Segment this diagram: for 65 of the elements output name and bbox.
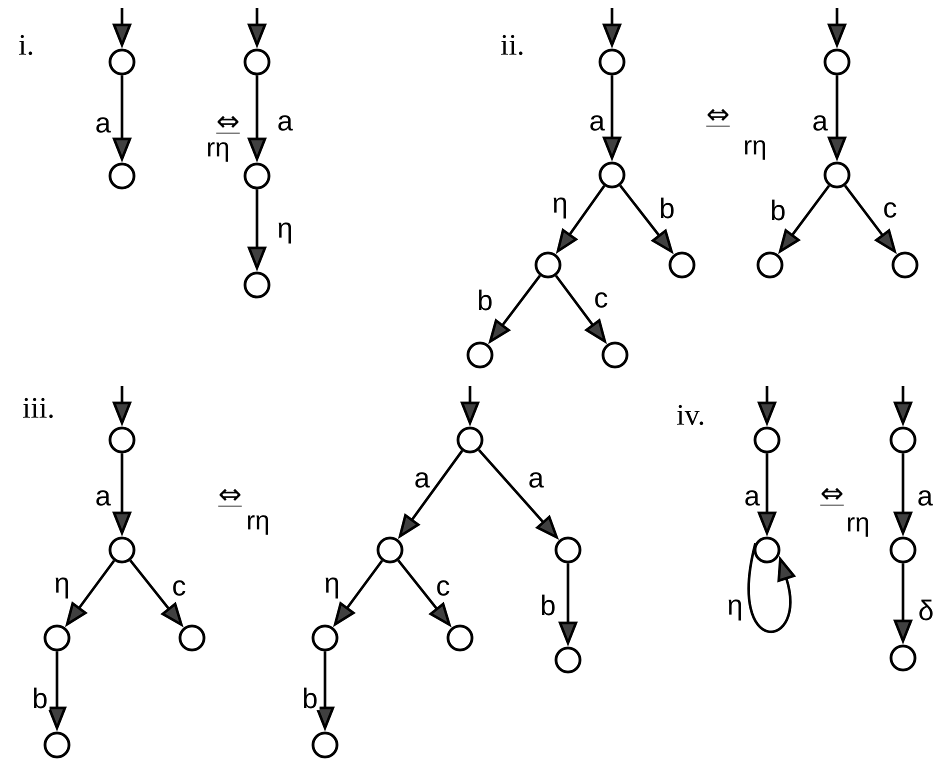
state-circle — [754, 426, 780, 454]
edge-label: b — [768, 198, 788, 222]
edge-label: a — [93, 488, 113, 508]
relation-subscript: rη — [208, 142, 228, 162]
panel-label: iv. — [677, 404, 704, 426]
edge-label: a — [915, 488, 935, 508]
state-circle — [244, 272, 270, 298]
state-circle — [668, 252, 696, 278]
panel-label: i. — [19, 34, 32, 56]
state-circle — [108, 536, 136, 564]
edge-label: c — [434, 578, 452, 598]
state-circle — [824, 48, 850, 76]
edge-label: a — [275, 114, 295, 132]
state-circle — [890, 644, 916, 672]
edge-label: b — [300, 686, 320, 710]
edge-label: a — [412, 470, 432, 490]
state-circle — [534, 252, 562, 278]
relation-subscript: rη — [848, 517, 868, 537]
edge-label: b — [475, 288, 495, 312]
edge-label: η — [322, 576, 342, 600]
relation-subscript: rη — [248, 515, 268, 535]
edge-label: δ — [916, 598, 936, 622]
edge-label: η — [725, 598, 745, 622]
edge-label: b — [538, 592, 558, 618]
edge-label: b — [30, 686, 50, 710]
edge-label: η — [550, 196, 570, 220]
edge-label: η — [52, 576, 72, 600]
state-circle — [554, 646, 582, 674]
edge-label: a — [93, 116, 113, 134]
edge-label: a — [742, 488, 762, 508]
state-circle — [598, 48, 626, 76]
state-circle — [598, 162, 626, 188]
state-circle — [244, 48, 270, 76]
edge-label: a — [810, 114, 830, 132]
state-circle — [756, 252, 784, 278]
state-circle — [312, 624, 338, 652]
panel-label: iii. — [23, 398, 53, 418]
edge-label: c — [170, 578, 188, 598]
state-circle — [312, 732, 338, 758]
state-circle — [44, 732, 70, 758]
state-circle — [466, 342, 494, 368]
state-circle — [108, 162, 136, 190]
state-circle — [890, 426, 916, 454]
edge-label: η — [275, 220, 295, 246]
state-circle — [754, 536, 780, 564]
state-circle — [244, 162, 270, 190]
state-circle — [178, 624, 206, 652]
state-circle — [446, 624, 474, 652]
state-circle — [108, 48, 136, 76]
state-circle — [892, 252, 918, 278]
edge-label: a — [587, 114, 607, 132]
state-circle — [456, 426, 484, 454]
edge-label: c — [592, 290, 610, 310]
relation-subscript: rη — [745, 140, 766, 160]
edge-label: b — [657, 196, 677, 220]
edge-label: c — [881, 200, 899, 220]
state-circle — [824, 162, 850, 188]
edge-label: a — [526, 470, 546, 490]
panel-label: ii. — [501, 34, 522, 56]
state-circle — [108, 426, 136, 454]
state-circle — [602, 342, 628, 368]
state-circle — [890, 536, 916, 564]
state-circle — [376, 536, 404, 564]
state-circle — [44, 624, 70, 652]
state-circle — [554, 536, 582, 564]
